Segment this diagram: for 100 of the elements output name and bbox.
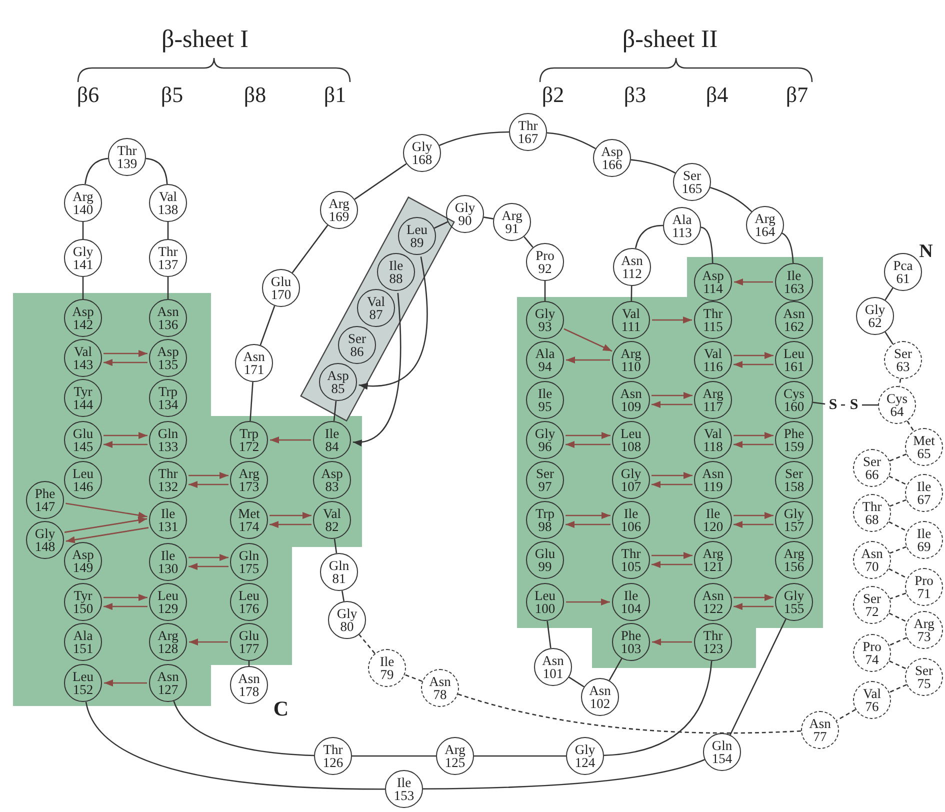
residue-circle: Gly 80	[328, 601, 366, 639]
arrow	[66, 527, 149, 544]
residue-circle: Gln 175	[230, 543, 268, 581]
connector-line	[333, 400, 337, 422]
connector-line	[146, 158, 168, 184]
residue-circle: Ile 120	[694, 501, 732, 539]
arrow	[566, 432, 610, 439]
residue-circle: Val 87	[357, 289, 395, 327]
connector-line	[888, 612, 908, 622]
connector-line	[730, 618, 786, 736]
residue-circle: Glu 170	[262, 269, 300, 307]
connector-line	[352, 755, 436, 757]
residue-circle: Gln 154	[703, 733, 741, 771]
residue-circle: Asn 162	[775, 301, 813, 339]
residue-circle: Met 65	[905, 428, 943, 466]
connector-line	[812, 402, 826, 405]
residue-circle: Leu 129	[149, 583, 187, 621]
sheet-heading: β-sheet II	[622, 26, 718, 54]
arrow	[734, 441, 774, 448]
arrow	[188, 554, 228, 561]
connector-line	[634, 224, 664, 248]
connector-line	[434, 221, 448, 229]
residue-circle: Asn 178	[230, 666, 268, 704]
connector-line	[292, 224, 328, 274]
residue-circle: Asn 109	[612, 381, 650, 419]
residue-circle: Arg 91	[493, 203, 531, 241]
connector-line	[884, 288, 894, 300]
residue-circle: Leu 100	[526, 583, 564, 621]
connector-line	[82, 277, 84, 299]
residue-circle: Ser 97	[526, 461, 564, 499]
strand-label: β7	[786, 82, 808, 108]
arrow	[652, 561, 692, 568]
residue-circle: Asn 122	[694, 583, 732, 621]
residue-circle: Val 143	[64, 339, 102, 377]
connector-line	[608, 658, 622, 681]
residue-circle: Asn 112	[613, 248, 651, 286]
residue-circle: Arg 110	[612, 341, 650, 379]
connector-line	[341, 590, 345, 602]
residue-circle: Gly 107	[612, 461, 650, 499]
connector-line	[710, 186, 752, 212]
connector-line	[906, 420, 914, 432]
arrow	[188, 472, 228, 479]
residue-circle: Glu 99	[526, 541, 564, 579]
residue-circle: Leu 146	[64, 461, 102, 499]
connector-line	[898, 378, 902, 386]
strand-label: β1	[324, 82, 346, 108]
arrow	[652, 552, 692, 559]
connector-line	[474, 755, 566, 757]
residue-circle: Tyr 144	[64, 379, 102, 417]
residue-circle: Thr 115	[694, 301, 732, 339]
connector-line	[630, 286, 632, 301]
residue-circle: Ala 113	[663, 207, 701, 245]
residue-circle: Trp 172	[230, 421, 268, 459]
residue-circle: Thr 68	[853, 494, 891, 532]
residue-circle: Tyr 150	[64, 583, 102, 621]
residue-circle: Trp 98	[526, 501, 564, 539]
connector-line	[841, 404, 846, 406]
residue-circle: Val 76	[853, 681, 891, 719]
residue-circle: Asn 102	[581, 678, 619, 716]
residue-circle: Ile 95	[526, 381, 564, 419]
connector-line	[524, 236, 534, 248]
residue-circle: Arg 121	[694, 541, 732, 579]
connector-line	[546, 620, 552, 648]
residue-circle: Leu 152	[64, 664, 102, 702]
arrow	[188, 481, 228, 488]
residue-circle: Gln 81	[320, 553, 358, 591]
arrow	[734, 352, 774, 359]
residue-circle: Ser 158	[775, 461, 813, 499]
residue-circle: Ile 106	[612, 501, 650, 539]
residue-circle: Ile 163	[775, 263, 813, 301]
connector-line	[248, 661, 250, 666]
residue-circle: Cys 160	[775, 381, 813, 419]
arrow	[734, 512, 774, 519]
connector-line	[889, 454, 907, 462]
arrow	[652, 401, 692, 408]
residue-circle: Pro 71	[905, 568, 943, 606]
residue-circle: Gly 96	[526, 421, 564, 459]
arrow	[652, 392, 692, 399]
connector-line	[890, 592, 906, 600]
residue-circle: Phe 147	[26, 481, 64, 519]
connector-line	[546, 132, 596, 150]
connector-line	[889, 499, 907, 507]
arrow	[104, 441, 148, 448]
residue-circle: Ile 131	[149, 501, 187, 539]
residue-circle: Phe 103	[612, 623, 650, 661]
arrow	[652, 481, 692, 488]
arrow	[566, 598, 610, 606]
arrow	[64, 516, 148, 533]
residue-circle: Ile 69	[905, 521, 943, 559]
sulfur-label: S	[827, 395, 839, 415]
arrow	[104, 359, 148, 366]
residue-circle: Gln 133	[149, 421, 187, 459]
residue-circle: Leu 176	[230, 583, 268, 621]
connector-line	[836, 708, 856, 722]
residue-circle: Trp 134	[149, 379, 187, 417]
residue-circle: Gly 155	[775, 583, 813, 621]
residue-circle: Thr 139	[108, 138, 146, 176]
residue-circle: Ile 88	[377, 253, 415, 291]
residue-circle: Gly 124	[566, 737, 604, 775]
residue-circle: Phe 159	[775, 421, 813, 459]
